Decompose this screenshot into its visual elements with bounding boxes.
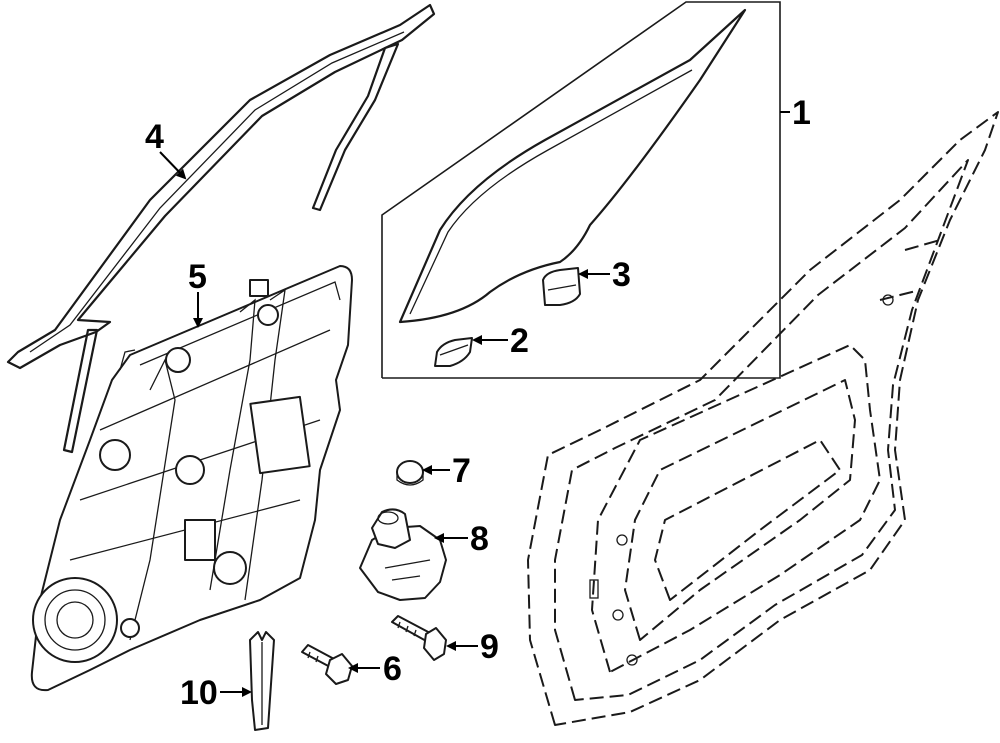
callout-6-label: 6: [383, 650, 402, 688]
glass-clip-front: [434, 337, 473, 367]
callout-10: 10: [180, 674, 252, 712]
glass-group-box: [381, 1, 781, 379]
glass-run-channel: [6, 3, 436, 454]
callout-4-label: 4: [145, 118, 164, 156]
callout-9: 9: [446, 628, 499, 666]
callout-2: 2: [472, 322, 529, 360]
callout-2-label: 2: [510, 322, 529, 360]
callout-3-label: 3: [612, 256, 631, 294]
run-channel-lower: [249, 631, 275, 731]
callout-5: 5: [188, 258, 207, 328]
door-glass: [398, 8, 747, 324]
callout-4: 4: [145, 118, 187, 180]
callout-8-label: 8: [470, 520, 489, 558]
bolt-long: [391, 615, 447, 661]
glass-clip-rear: [542, 267, 581, 306]
window-motor: [359, 508, 447, 601]
door-shell: [527, 111, 999, 726]
callout-7: 7: [422, 452, 471, 490]
callout-9-label: 9: [480, 628, 499, 666]
callout-5-label: 5: [188, 258, 207, 296]
callout-10-label: 10: [180, 674, 218, 712]
callout-3: 3: [578, 256, 631, 294]
callout-6: 6: [348, 650, 402, 688]
callout-1-label: 1: [792, 94, 811, 132]
bolt-short: [301, 644, 353, 685]
motor-cap: [396, 460, 424, 486]
callout-8: 8: [434, 520, 489, 558]
callout-1: 1: [780, 94, 811, 132]
callout-7-label: 7: [452, 452, 471, 490]
door-module-regulator: [30, 265, 353, 692]
